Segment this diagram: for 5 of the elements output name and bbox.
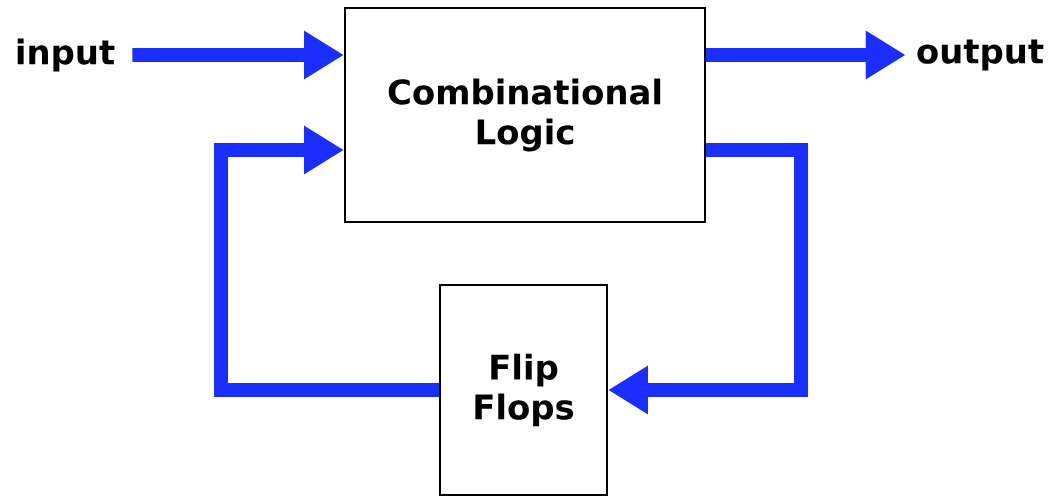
- process-box: Combinational Logic: [344, 7, 706, 223]
- terminal-label: output: [917, 39, 1044, 71]
- arrow: [214, 125, 439, 397]
- process-box: Flip Flops: [439, 284, 608, 496]
- terminal-label: input: [17, 38, 115, 72]
